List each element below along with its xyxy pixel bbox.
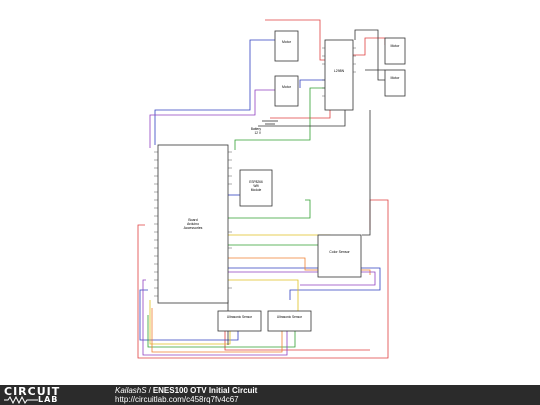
motor-top-label: Motor: [282, 40, 292, 44]
wire-green-4: [234, 87, 325, 150]
arduino-label-3: Accessories: [184, 226, 203, 230]
ultrasonic-left-label: Ultrasonic Sensor: [227, 315, 253, 319]
driver-label: L298N: [334, 69, 345, 73]
component-esp8266-wifi[interactable]: ESP8266 Wifi Module: [239, 169, 273, 207]
wire-purple-1: [149, 89, 275, 148]
component-motor-top[interactable]: Motor: [274, 30, 299, 62]
circuit-title-line: KailashS/ENES100 OTV Initial Circuit: [115, 386, 257, 395]
wifi-label-3: Module: [251, 188, 262, 192]
component-motor-right-top[interactable]: Motor: [384, 37, 406, 65]
wire-purple-3: [142, 279, 288, 356]
component-color-sensor[interactable]: Color Sensor: [317, 234, 362, 278]
wire-red-top: [265, 19, 325, 61]
wire-black-4: [362, 110, 371, 236]
wire-red-right-top: [352, 37, 386, 56]
wire-blue-2: [299, 79, 325, 88]
wire-red-sensor: [224, 330, 370, 351]
wire-yellow-2: [228, 279, 299, 325]
arduino-label-1: Board: [188, 218, 197, 222]
logo-text-top: CIRCUIT: [4, 385, 61, 398]
component-arduino-board[interactable]: Board Arduino Accessories: [154, 144, 232, 304]
wire-black-2: [258, 110, 346, 127]
color-sensor-label: Color Sensor: [329, 250, 350, 254]
circuit-url[interactable]: http://circuitlab.com/c458rq7fv4c67: [115, 395, 239, 404]
logo-text-bottom: LAB: [38, 395, 59, 404]
motor-right-top-label: Motor: [391, 44, 401, 48]
wire-blue-1: [154, 39, 275, 145]
component-battery[interactable]: Battery 12 V: [251, 120, 278, 135]
circuitlab-logo[interactable]: CIRCUIT LAB: [4, 386, 94, 404]
wire-yellow-1: [228, 234, 331, 245]
wire-green-3: [147, 315, 296, 348]
wires: [137, 19, 389, 359]
wire-green-1: [228, 199, 311, 219]
battery-label: Battery: [251, 127, 262, 131]
wire-black-5: [354, 29, 385, 81]
wifi-label-2: Wifi: [253, 184, 259, 188]
component-ultrasonic-right[interactable]: Ultrasonic Sensor: [267, 310, 312, 332]
wire-purple-2: [228, 271, 376, 286]
component-motor-mid[interactable]: Motor: [274, 75, 299, 107]
title-separator: /: [148, 386, 151, 395]
schematic-canvas[interactable]: Motor Motor Motor Motor L298N Battery 12…: [0, 0, 540, 385]
wire-yellow-3: [149, 300, 231, 345]
ultrasonic-right-label: Ultrasonic Sensor: [277, 315, 303, 319]
wifi-label-1: ESP8266: [249, 180, 263, 184]
wire-red-power: [270, 110, 331, 119]
motor-mid-label: Motor: [282, 85, 292, 89]
circuit-title: ENES100 OTV Initial Circuit: [152, 386, 258, 395]
battery-voltage: 12 V: [254, 131, 261, 135]
component-motor-right-bot[interactable]: Motor: [384, 69, 406, 97]
wire-orange-2: [151, 308, 283, 353]
component-ultrasonic-left[interactable]: Ultrasonic Sensor: [217, 310, 262, 332]
author-name[interactable]: KailashS: [115, 386, 147, 395]
motor-right-bot-label: Motor: [391, 76, 401, 80]
component-l298n-driver[interactable]: L298N: [322, 39, 356, 111]
waveform-icon: [4, 396, 38, 404]
footer-bar: CIRCUIT LAB KailashS/ENES100 OTV Initial…: [0, 385, 540, 405]
arduino-label-2: Arduino: [187, 222, 199, 226]
